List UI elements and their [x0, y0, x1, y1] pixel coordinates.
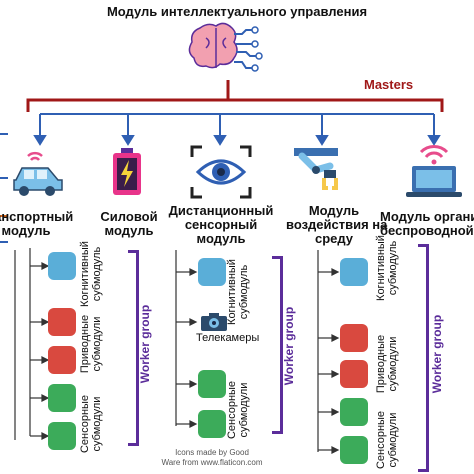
cognitive-submodule-icon: [48, 252, 76, 280]
cognitive-submodule-icon: [198, 258, 226, 286]
worker-group-bracket: [128, 250, 139, 446]
camera-icon: [201, 313, 227, 331]
eye-icon: [190, 145, 252, 199]
sensor-submodule-icon: [198, 370, 226, 398]
worker-group-label: Worker group: [282, 306, 296, 386]
sensor-submodule-icon: [48, 422, 76, 450]
drive-submodule-icon: [340, 360, 368, 388]
masters-label: Masters: [364, 77, 414, 92]
cameras-label: Телекамеры: [196, 332, 260, 344]
worker-group-bracket: [418, 244, 429, 472]
car-icon: [13, 151, 63, 196]
worker-group-label: Worker group: [430, 314, 444, 394]
sensor-submodule-icon: [48, 384, 76, 412]
module-label-transport: Транспортныймодуль: [0, 209, 74, 238]
sensor-submodule-icon: [198, 410, 226, 438]
robot-arm-icon: [294, 148, 338, 190]
sensor-submodule-icon: [340, 436, 368, 464]
battery-icon: [113, 148, 141, 195]
drive-submodule-icon: [48, 308, 76, 336]
worker-group-bracket: [272, 256, 283, 434]
sensor-submodule-icon: [340, 398, 368, 426]
brain-circuit-icon: [188, 22, 263, 72]
drive-submodule-icon: [340, 324, 368, 352]
cognitive-submodule-icon: [340, 258, 368, 286]
diagram-title: Модуль интеллектуального управления: [106, 4, 368, 19]
worker-group-label: Worker group: [138, 304, 152, 384]
laptop-wifi-icon: [406, 145, 462, 197]
module-label-wireless-network: Модуль организациибеспроводной сети: [380, 209, 474, 238]
drive-submodule-icon: [48, 346, 76, 374]
